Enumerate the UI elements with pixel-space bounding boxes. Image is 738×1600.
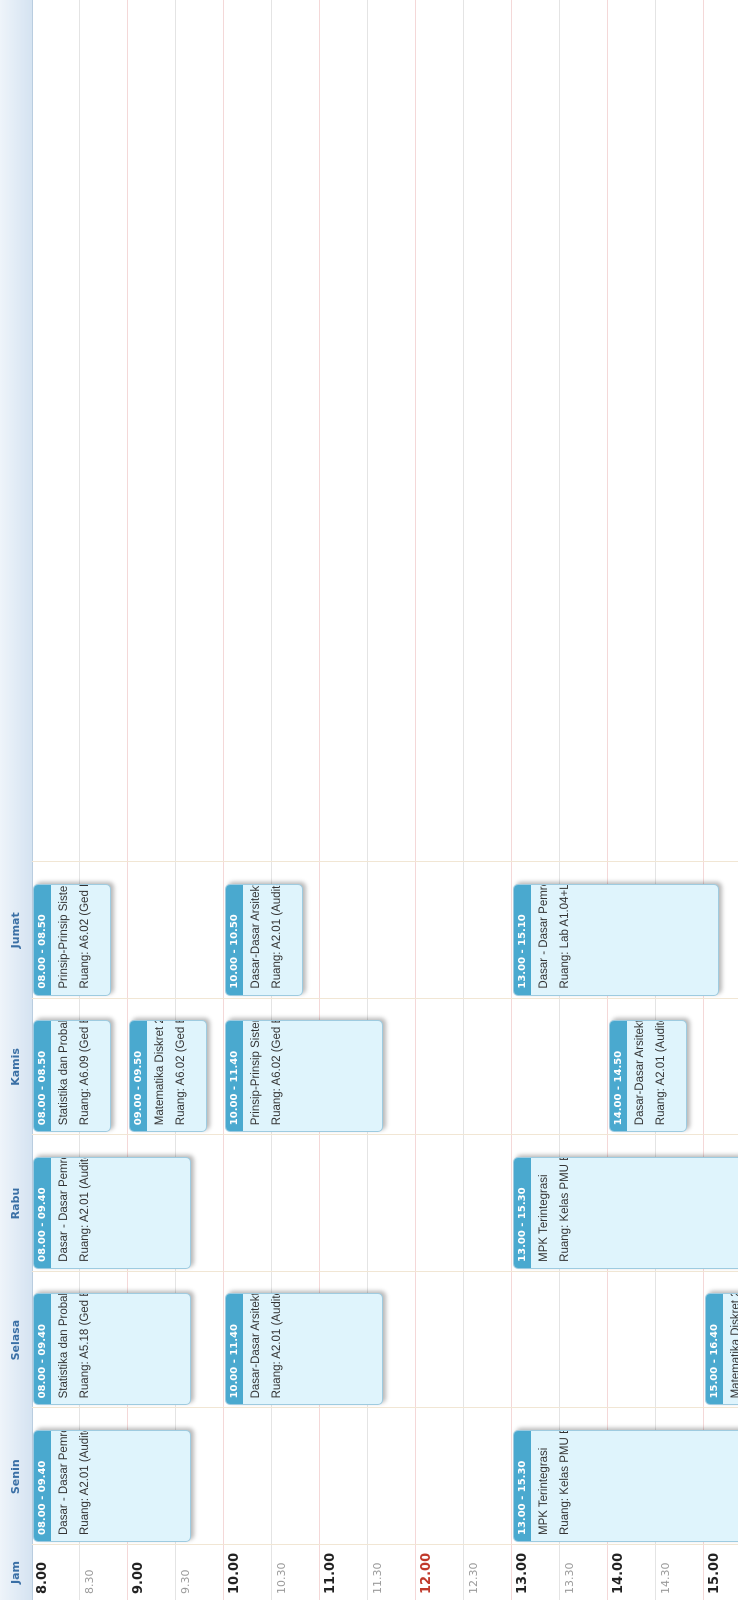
event-time-range: 10.00 - 10.50 [226, 884, 243, 995]
event-room-location: Ruang: A6.02 (Ged Baru) [271, 1020, 283, 1126]
header-day-selasa: Selasa [9, 1319, 22, 1361]
time-slot-row: 13.00 [512, 0, 560, 1600]
event-course-title: Dasar - Dasar Pemrograman 2 [58, 1430, 70, 1535]
event-course-title: Dasar - Dasar Pemrograman 2 [58, 1156, 70, 1262]
event-room-location: Ruang: Lab A1.04+Lab A3.02 - Gabungan (G… [555, 884, 576, 995]
time-slot-row: 14.30 [656, 0, 704, 1600]
time-slot-label: 11.00 [323, 1552, 338, 1594]
event-time-range: 13.00 - 15.30 [514, 1431, 531, 1541]
time-slot-label: 12.30 [467, 1562, 480, 1595]
event-time-range: 14.00 - 14.50 [610, 1021, 627, 1132]
event-course-title: Prinsip-Prinsip Sistem Informasi [58, 883, 70, 989]
time-slot-label: 13.00 [515, 1552, 530, 1594]
event-room-location: Ruang: A2.01 (Auditorium Ged baru) [271, 883, 283, 989]
day-column-divider [32, 861, 738, 862]
time-slot-label: 9.30 [179, 1569, 192, 1595]
time-slot-label: 8.00 [35, 1561, 50, 1594]
event-course-title: Matematika Diskret 2 [730, 1293, 738, 1399]
course-event-card[interactable]: 13.00 - 15.30 MPK Terintegrasi Ruang: Kela… [513, 1430, 738, 1542]
course-event-card[interactable]: 13.00 - 15.30 MPK Terintegrasi Ruang: Kela… [513, 1156, 738, 1269]
course-event-card[interactable]: 10.00 - 11.40 Prinsip-Prinsip Sistem Info… [225, 1020, 383, 1133]
event-time-range: 13.00 - 15.30 [514, 1157, 531, 1268]
event-room-location: Ruang: A2.01 (Auditorium Ged Baru-1) [79, 1156, 91, 1262]
time-slot-label: 14.30 [659, 1562, 672, 1595]
event-room-location: Ruang: A6.02 (Ged Baru) [79, 883, 91, 989]
event-course-title: Dasar-Dasar Arsitektur Komputer [250, 883, 262, 989]
event-course-title: Dasar-Dasar Arsitektur Komputer [634, 1020, 646, 1126]
time-slot-label: 12.00 [419, 1552, 434, 1594]
event-course-title: MPK Terintegrasi [538, 1447, 550, 1535]
event-time-range: 13.00 - 15.10 [514, 884, 531, 995]
header-day-senin: Senin [9, 1459, 22, 1495]
time-slot-row: 13.30 [560, 0, 608, 1600]
header-day-rabu: Rabu [9, 1187, 22, 1220]
event-time-range: 08.00 - 08.50 [34, 884, 51, 995]
time-slot-row: 14.00 [608, 0, 656, 1600]
event-room-location: Ruang: A2.01 (Auditorium Ged Baru-1) [79, 1430, 91, 1535]
course-event-card[interactable]: 14.00 - 14.50 Dasar-Dasar Arsitektur Komp… [609, 1020, 687, 1133]
day-column-divider [32, 1134, 738, 1136]
event-time-range: 08.00 - 08.50 [34, 1021, 51, 1132]
time-slot-label: 13.30 [563, 1562, 576, 1595]
event-room-location: Ruang: A6.09 (Ged Baru) [79, 1020, 91, 1126]
time-slot-row: 12.30 [464, 0, 512, 1600]
time-slot-row: 12.00 [416, 0, 464, 1600]
day-column-divider [32, 1407, 738, 1409]
event-room-location: Ruang: Kelas PMU B.402 PUSGIWA [559, 1156, 571, 1262]
header-day-kamis: Kamis [9, 1048, 22, 1086]
event-room-location: Ruang: Kelas PMU B.402 PUSGIWA [559, 1430, 571, 1535]
day-column-divider [32, 997, 738, 999]
course-event-card[interactable]: 10.00 - 11.40 Dasar-Dasar Arsitektur Komp… [225, 1293, 383, 1406]
event-time-range: 15.00 - 16.40 [706, 1294, 723, 1405]
time-slot-label: 10.00 [227, 1552, 242, 1594]
event-room-location: Ruang: A6.02 (Ged Baru) [175, 1020, 187, 1126]
time-slot-label: 10.30 [275, 1562, 288, 1595]
event-course-title: Statistika dan Probabilitas [58, 1020, 70, 1126]
event-course-title: Statistika dan Probabilitas [58, 1293, 70, 1399]
event-time-range: 08.00 - 09.40 [34, 1157, 51, 1268]
course-event-card[interactable]: 08.00 - 09.40 Dasar - Dasar Pemrograman 2… [33, 1430, 191, 1542]
course-event-card[interactable]: 08.00 - 09.40 Dasar - Dasar Pemrograman 2… [33, 1156, 191, 1269]
event-course-title: Dasar - Dasar Pemrograman 2 [538, 883, 550, 989]
time-slot-label: 14.00 [611, 1552, 626, 1594]
header-day-jumat: Jumat [9, 912, 22, 949]
day-column-divider [32, 1544, 738, 1545]
time-slot-label: 15.00 [707, 1552, 722, 1594]
event-room-location: Ruang: A5.18 (Ged Baru) [79, 1293, 91, 1399]
event-time-range: 08.00 - 09.40 [34, 1431, 51, 1541]
time-slot-label: 8.30 [83, 1569, 96, 1595]
course-event-card[interactable]: 10.00 - 10.50 Dasar-Dasar Arsitektur Komp… [225, 883, 303, 996]
course-event-card[interactable]: 08.00 - 09.40 Statistika dan Probabilitas… [33, 1293, 191, 1406]
schedule-header-row: Jam Senin Selasa Rabu Kamis Jumat [0, 0, 33, 1600]
time-slot-label: 9.00 [131, 1561, 146, 1594]
event-course-title: MPK Terintegrasi [538, 1174, 550, 1262]
header-time-column: Jam [9, 1561, 22, 1584]
course-event-card[interactable]: 08.00 - 08.50 Prinsip-Prinsip Sistem Info… [33, 883, 111, 996]
course-event-card[interactable]: 13.00 - 15.10 Dasar - Dasar Pemrograman 2… [513, 883, 719, 996]
time-slot-label: 11.30 [371, 1562, 384, 1595]
course-event-card[interactable]: 08.00 - 08.50 Statistika dan Probabilitas… [33, 1020, 111, 1133]
event-time-range: 08.00 - 09.40 [34, 1294, 51, 1405]
day-column-divider [32, 1270, 738, 1272]
event-course-title: Matematika Diskret 2 [154, 1020, 166, 1126]
event-course-title: Dasar-Dasar Arsitektur Komputer [250, 1293, 262, 1399]
event-time-range: 10.00 - 11.40 [226, 1294, 243, 1405]
event-room-location: Ruang: A2.01 (Auditorium Ged baru) [655, 1020, 667, 1126]
event-time-range: 09.00 - 09.50 [130, 1021, 147, 1132]
event-time-range: 10.00 - 11.40 [226, 1021, 243, 1132]
event-course-title: Prinsip-Prinsip Sistem Informasi [250, 1020, 262, 1126]
event-room-location: Ruang: A2.01 (Auditorium Ged baru) [271, 1293, 283, 1399]
course-event-card[interactable]: 09.00 - 09.50 Matematika Diskret 2 Ruang: … [129, 1020, 207, 1133]
